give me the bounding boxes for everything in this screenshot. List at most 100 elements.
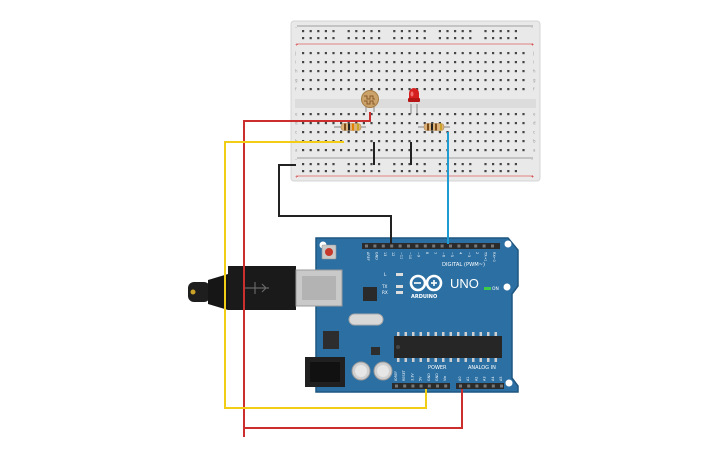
- breadboard-hole: [522, 113, 525, 116]
- header-pin[interactable]: [403, 384, 407, 388]
- wire-red-a0[interactable]: [244, 389, 463, 429]
- header-pin[interactable]: [475, 384, 479, 388]
- breadboard-hole: [514, 122, 517, 125]
- breadboard-hole: [400, 140, 403, 143]
- rail-hole: [438, 37, 441, 40]
- header-pin[interactable]: [432, 244, 436, 248]
- breadboard-hole: [484, 61, 487, 64]
- breadboard-hole: [302, 131, 305, 134]
- power-pin-label: GND: [427, 373, 431, 381]
- rail-hole: [408, 37, 411, 40]
- breadboard-hole: [362, 131, 365, 134]
- digital-pin-label: TX→1: [484, 251, 488, 261]
- header-pin[interactable]: [457, 244, 461, 248]
- rail-hole: [302, 163, 305, 166]
- breadboard-hole: [476, 149, 479, 152]
- rail-hole: [416, 163, 419, 166]
- photoresistor[interactable]: [361, 90, 379, 113]
- digital-header[interactable]: [362, 243, 500, 249]
- analog-label: ANALOG IN: [468, 365, 496, 371]
- header-pin[interactable]: [459, 384, 462, 388]
- header-pin[interactable]: [390, 244, 394, 248]
- breadboard-hole: [492, 149, 495, 152]
- rail-hole: [362, 163, 365, 166]
- row-letter: c: [533, 130, 535, 135]
- header-pin[interactable]: [449, 244, 452, 248]
- header-pin[interactable]: [440, 244, 444, 248]
- header-pin[interactable]: [465, 244, 469, 248]
- breadboard-hole: [469, 88, 472, 91]
- header-pin[interactable]: [395, 384, 398, 388]
- analog-header[interactable]: [456, 383, 504, 389]
- header-pin[interactable]: [482, 244, 486, 248]
- resistor-2[interactable]: [418, 123, 450, 131]
- header-pin[interactable]: [419, 384, 423, 388]
- analog-pin-label: A3: [483, 377, 487, 381]
- usb-connector-icon[interactable]: [188, 266, 343, 310]
- breadboard-hole: [324, 70, 327, 73]
- rail-hole: [378, 30, 381, 33]
- breadboard-hole: [416, 122, 419, 125]
- header-pin[interactable]: [436, 384, 439, 388]
- breadboard-hole: [431, 131, 434, 134]
- breadboard-hole: [484, 149, 487, 152]
- rail-sign: –: [531, 25, 533, 30]
- breadboard-hole: [393, 61, 396, 64]
- header-pin[interactable]: [427, 384, 431, 388]
- header-pin[interactable]: [365, 244, 368, 248]
- wire-red-5v[interactable]: [243, 112, 371, 437]
- header-pin[interactable]: [500, 384, 503, 388]
- header-pin[interactable]: [467, 384, 471, 388]
- chip-leg: [434, 358, 437, 362]
- header-pin[interactable]: [411, 384, 415, 388]
- breadboard-hole: [332, 149, 335, 152]
- breadboard-hole: [446, 61, 449, 64]
- wire-yellow-5v[interactable]: [224, 141, 427, 409]
- header-pin[interactable]: [483, 384, 487, 388]
- power-pin-label: GND: [435, 373, 439, 381]
- breadboard-hole: [431, 70, 434, 73]
- breadboard-hole: [385, 113, 388, 116]
- header-pin[interactable]: [415, 244, 419, 248]
- power-label: POWER: [428, 365, 447, 371]
- header-pin[interactable]: [491, 244, 494, 248]
- resistor-1[interactable]: [334, 123, 366, 131]
- power-jack[interactable]: [305, 357, 345, 387]
- breadboard-hole: [370, 140, 373, 143]
- digital-pin-label: ~11: [400, 252, 404, 259]
- breadboard-hole: [378, 79, 381, 82]
- header-pin[interactable]: [407, 244, 410, 248]
- header-pin[interactable]: [381, 244, 385, 248]
- reset-button-icon[interactable]: [321, 244, 337, 260]
- breadboard-hole: [370, 149, 373, 152]
- wire-black-gnd[interactable]: [278, 164, 392, 244]
- breadboard-hole: [309, 52, 312, 55]
- row-letter: i: [533, 60, 534, 65]
- red-led[interactable]: [408, 88, 420, 114]
- header-pin[interactable]: [491, 384, 495, 388]
- breadboard-hole: [499, 52, 502, 55]
- breadboard-hole: [492, 79, 495, 82]
- breadboard-hole: [332, 122, 335, 125]
- breadboard-hole: [423, 61, 426, 64]
- rail-hole: [416, 30, 419, 33]
- breadboard-hole: [355, 131, 358, 134]
- breadboard-hole: [332, 52, 335, 55]
- mount-hole: [504, 240, 512, 248]
- breadboard-hole: [317, 79, 320, 82]
- header-pin[interactable]: [444, 384, 448, 388]
- header-pin[interactable]: [398, 244, 402, 248]
- breadboard-hole: [408, 79, 411, 82]
- breadboard-hole: [393, 79, 396, 82]
- header-pin[interactable]: [373, 244, 377, 248]
- arduino-infinity-icon: [409, 274, 443, 292]
- header-pin[interactable]: [474, 244, 478, 248]
- row-letter: f: [533, 87, 535, 92]
- header-pin[interactable]: [423, 244, 427, 248]
- breadboard-hole: [454, 122, 457, 125]
- breadboard-hole: [507, 61, 510, 64]
- digital-header-pins: [365, 244, 494, 248]
- chip-leg: [449, 332, 452, 336]
